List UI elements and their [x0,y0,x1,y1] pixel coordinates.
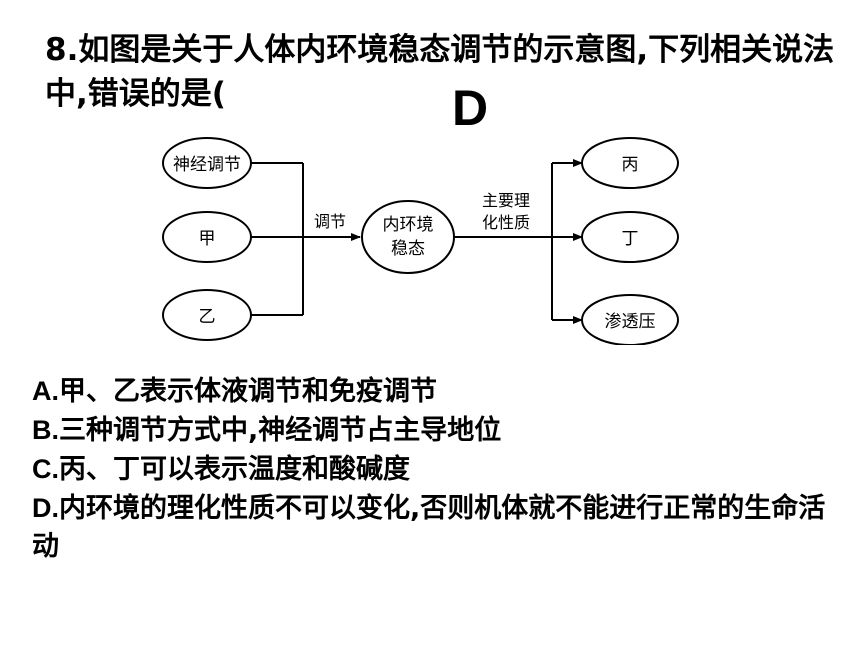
option-c-text: 丙、丁可以表示温度和酸碱度 [59,454,410,485]
option-d-text: 内环境的理化性质不可以变化,否则机体就不能进行正常的生命活动 [32,493,826,562]
option-a-text: 甲、乙表示体液调节和免疫调节 [59,376,437,407]
node-nerve-regulation-label: 神经调节 [173,155,241,175]
node-homeostasis-line1: 内环境 [383,215,434,235]
node-osmotic-pressure [581,294,679,345]
regulation-diagram: 神经调节 甲 乙 调节 内环境 稳态 主要理 化性质 丙 丁 渗透压 [162,137,679,345]
answer-letter: D [452,80,489,136]
option-b-letter: B. [32,415,59,445]
option-b-text: 三种调节方式中,神经调节占主导地位 [59,415,502,446]
node-homeostasis-line2: 稳态 [391,239,425,259]
node-bing-label: 丙 [622,155,639,175]
properties-label-line1: 主要理 [482,191,530,210]
node-jia-label: 甲 [199,229,216,249]
option-c-letter: C. [32,454,59,484]
properties-label-line2: 化性质 [482,213,530,232]
node-ding [581,211,679,263]
node-ding-label: 丁 [622,229,639,249]
option-a[interactable]: A.甲、乙表示体液调节和免疫调节 [32,372,832,411]
left-connector [251,162,361,316]
answer-options: A.甲、乙表示体液调节和免疫调节 B.三种调节方式中,神经调节占主导地位 C.丙… [32,372,832,566]
node-osmotic-pressure-label: 渗透压 [605,312,656,332]
node-yi-label: 乙 [199,307,216,327]
option-b[interactable]: B.三种调节方式中,神经调节占主导地位 [32,411,832,450]
node-bing [581,137,679,189]
right-connector [454,159,583,324]
question-text: 8.如图是关于人体内环境稳态调节的示意图,下列相关说法中,错误的是( [45,32,835,112]
option-a-letter: A. [32,376,59,406]
node-homeostasis [361,200,455,274]
option-d[interactable]: D.内环境的理化性质不可以变化,否则机体就不能进行正常的生命活动 [32,489,832,566]
regulate-label: 调节 [314,212,346,231]
option-c[interactable]: C.丙、丁可以表示温度和酸碱度 [32,450,832,489]
option-d-letter: D. [32,493,59,523]
